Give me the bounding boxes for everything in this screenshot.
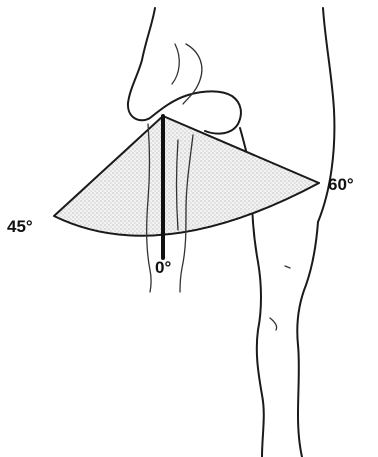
hip-crease <box>172 44 179 84</box>
label-60-degrees: 60° <box>328 175 354 194</box>
torso-left-edge <box>128 8 155 103</box>
standing-leg-outer-edge <box>297 222 318 457</box>
knee-mark-1 <box>270 318 277 330</box>
knee-mark-2 <box>285 266 290 268</box>
label-0-degrees: 0° <box>155 258 171 277</box>
label-45-degrees: 45° <box>7 217 33 236</box>
